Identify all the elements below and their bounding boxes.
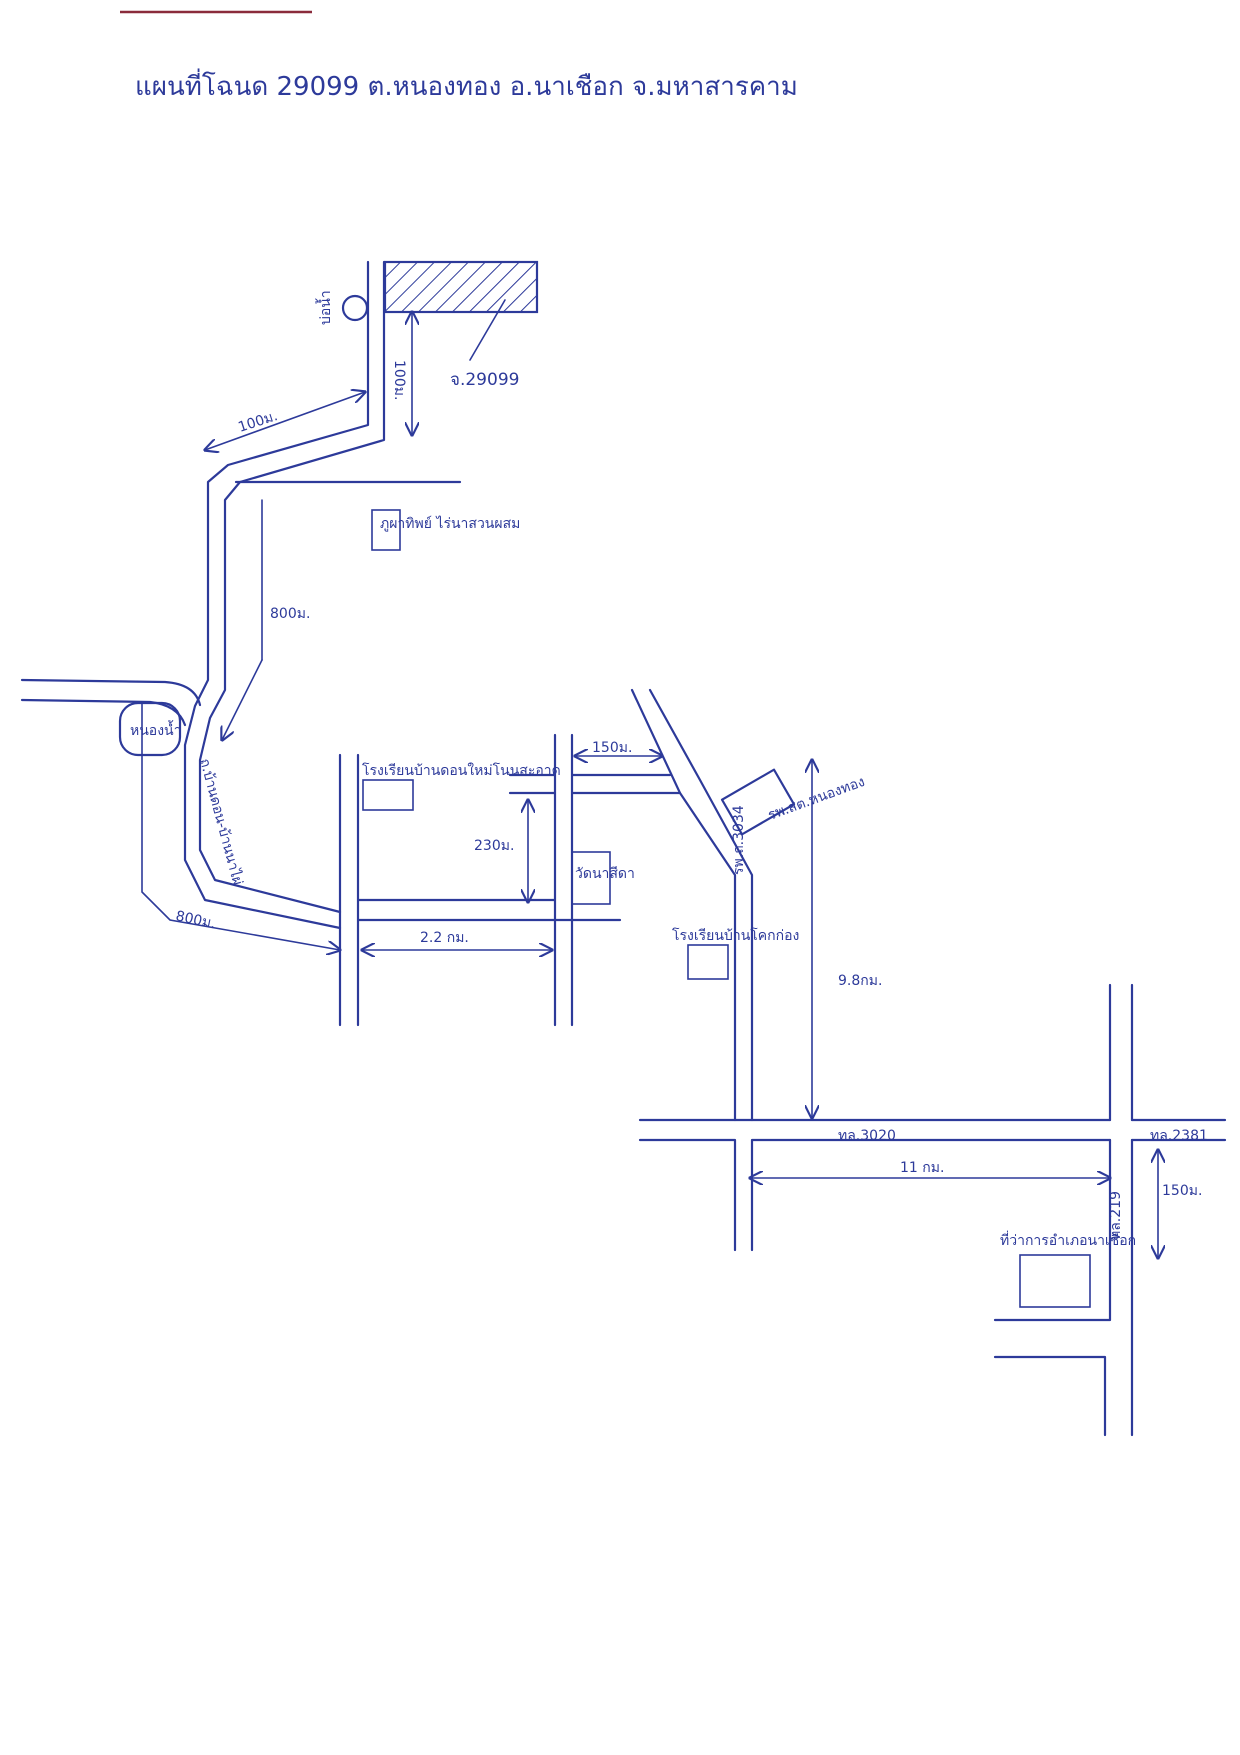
plot-label: จ.29099 [450, 370, 519, 390]
dist-11: 11 กม. [900, 1160, 944, 1176]
road-219 [993, 983, 1134, 1437]
well-icon [341, 294, 369, 322]
district-office-box [1019, 1254, 1091, 1308]
school-top-label: โรงเรียนบ้านดอนใหม่โนนสะอาด [362, 762, 561, 779]
health-center-box [720, 768, 796, 836]
dist-arrow-100-diag [205, 392, 365, 450]
school-mid-box [687, 944, 729, 980]
district-office-label: ที่ว่าการอำเภอนาเชือก [1000, 1231, 1136, 1249]
well-label: บ่อน้ำ [315, 290, 334, 325]
dist-150-top: 150ม. [592, 740, 632, 756]
temple-box [571, 851, 611, 905]
land-plot [383, 260, 539, 314]
road-3020 [638, 1118, 1227, 1252]
dist-9-8: 9.8กม. [838, 973, 882, 989]
sugarcane-label: ภูผาทิพย์ ไร่นาสวนผสม [380, 515, 520, 532]
pond-label: หนองน้ำ [130, 720, 181, 739]
map-title: แผนที่โฉนด 29099 ต.หนองทอง อ.นาเชือก จ.ม… [135, 68, 798, 102]
dist-100-vert: 100ม. [391, 360, 407, 400]
sugarcane-box [371, 509, 401, 551]
dist-800-upper: 800ม. [270, 606, 310, 622]
road-219-label: ทล.219 [1108, 1191, 1124, 1240]
road-3020-label: ทล.3020 [838, 1128, 896, 1144]
road-2381-label: ทล.2381 [1150, 1128, 1208, 1144]
pond-shape [118, 701, 182, 757]
dist-230: 230ม. [474, 838, 514, 854]
local-road-label: ถ.บ้านดอน-บ้านนาไผ่ [196, 757, 246, 887]
pond-connector [141, 702, 340, 950]
temple-label: วัดนาสีดา [575, 866, 635, 882]
dist-100-diag: 100ม. [236, 408, 279, 436]
west-road [20, 678, 202, 727]
dist-arrow-800-upper-diag [222, 659, 263, 740]
school-top-box [362, 779, 414, 811]
road-3034 [630, 688, 754, 1122]
road-3034-label: รพ.ถ.3034 [731, 805, 747, 875]
school-mid-label: โรงเรียนบ้านโคกก่อง [672, 927, 799, 944]
dist-800-lower: 800ม. [174, 908, 217, 932]
dist-150-right: 150ม. [1162, 1183, 1202, 1199]
dist-2-2: 2.2 กม. [420, 930, 469, 946]
plot-leader-line [469, 299, 506, 361]
